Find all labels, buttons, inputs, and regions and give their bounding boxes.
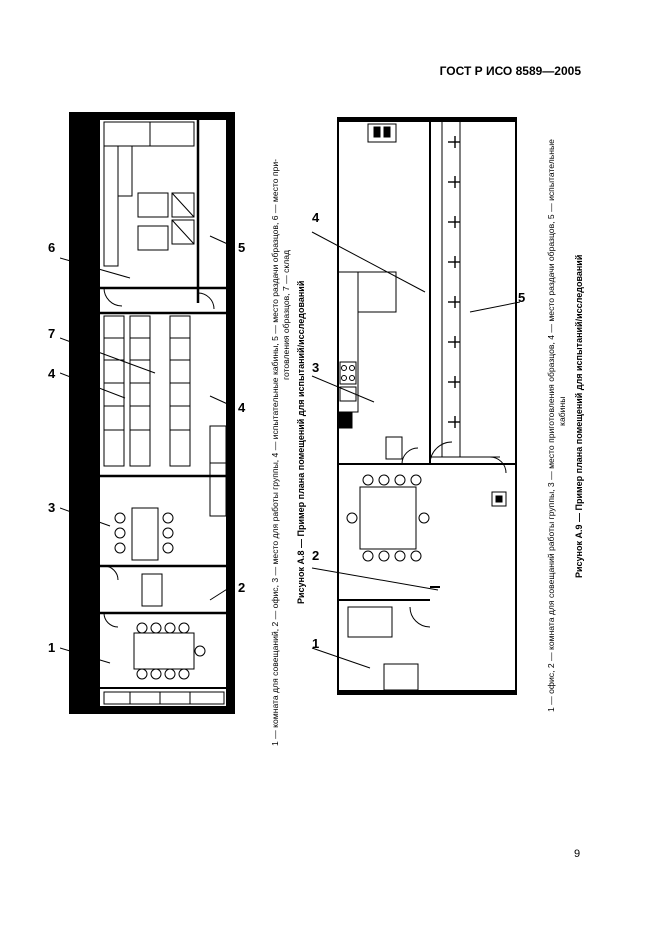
figure-a9-legend-continued: кабины xyxy=(557,396,567,426)
figure-a8-legend-continued: готовления образцов, 7 — склад xyxy=(281,249,291,380)
plan-a9-label: 1 xyxy=(312,636,320,651)
plan-a9-label: 2 xyxy=(312,548,320,563)
plan-a9-label: 3 xyxy=(312,360,320,375)
document-header: ГОСТ Р ИСО 8589—2005 xyxy=(439,64,581,78)
plan-a9-label: 4 xyxy=(312,210,320,225)
figure-a9-title: Рисунок А.9 — Пример плана помещений для… xyxy=(574,254,584,578)
figure-a8-title: Рисунок А.8 — Пример плана помещений для… xyxy=(296,280,306,604)
floor-plan-a8 xyxy=(60,112,235,714)
figure-a9-legend: 1 — офис, 2 — комната для совещаний рабо… xyxy=(546,139,556,712)
plan-a8-label: 3 xyxy=(48,500,56,515)
plan-a8-label: 7 xyxy=(48,326,56,341)
plan-a8-label: 2 xyxy=(238,580,246,595)
figure-a8-legend: 1 — комната для совещаний, 2 — офис, 3 —… xyxy=(270,158,280,746)
floor-plan-a9 xyxy=(311,117,520,695)
plan-a8-label: 4 xyxy=(238,400,246,415)
plan-a9-label: 5 xyxy=(518,290,526,305)
page-number: 9 xyxy=(574,848,581,860)
plan-a8-label: 5 xyxy=(238,240,246,255)
plan-a8-label: 4 xyxy=(48,366,56,381)
plan-a8-label: 6 xyxy=(48,240,56,255)
plan-a8-label: 1 xyxy=(48,640,56,655)
